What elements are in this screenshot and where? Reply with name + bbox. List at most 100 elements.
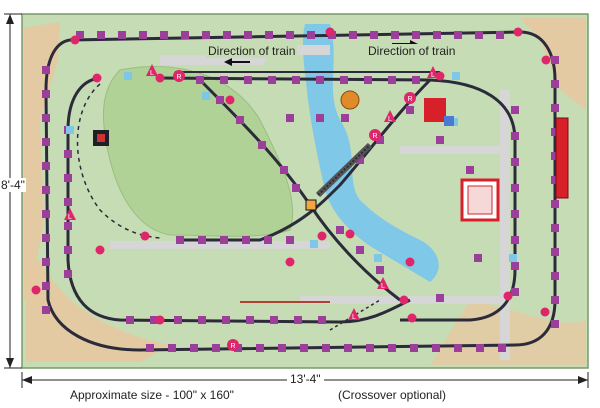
tie-marker xyxy=(265,31,273,39)
tie-marker xyxy=(388,344,396,352)
tie-marker xyxy=(388,76,396,84)
switch-marker-left-5: L xyxy=(377,277,389,290)
tie-marker xyxy=(551,320,559,328)
tie-marker xyxy=(244,76,252,84)
tie-marker xyxy=(322,344,330,352)
switch-marker-right-2: R xyxy=(404,92,416,104)
signal-marker xyxy=(124,72,132,80)
svg-text:R: R xyxy=(230,343,235,350)
tie-marker xyxy=(476,344,484,352)
tie-marker xyxy=(294,316,302,324)
size-caption: Approximate size - 100" x 160" xyxy=(70,388,234,402)
station-roof-inner xyxy=(467,185,493,215)
switch-marker-right-4: R xyxy=(227,339,239,351)
tie-marker xyxy=(168,344,176,352)
water-tower xyxy=(340,90,360,110)
tie-marker xyxy=(511,158,519,166)
tie-marker xyxy=(270,316,278,324)
tie-marker xyxy=(364,76,372,84)
tie-marker xyxy=(220,236,228,244)
tie-marker xyxy=(551,104,559,112)
tie-marker xyxy=(42,306,50,314)
switch-marker-left-6: L xyxy=(348,308,360,321)
tie-marker xyxy=(97,31,105,39)
crossing-signal xyxy=(305,199,317,211)
tie-marker xyxy=(551,152,559,160)
tie-marker xyxy=(356,246,364,254)
sand-area-bottom-left xyxy=(26,260,170,362)
tie-marker xyxy=(212,344,220,352)
switch-stand xyxy=(225,95,235,105)
tie-marker xyxy=(202,31,210,39)
tie-marker xyxy=(307,31,315,39)
tie-marker xyxy=(551,200,559,208)
switch-stand xyxy=(95,245,105,255)
tie-marker xyxy=(278,344,286,352)
tie-marker xyxy=(76,31,84,39)
tie-marker xyxy=(258,141,266,149)
tie-marker xyxy=(454,31,462,39)
tie-marker xyxy=(410,344,418,352)
tie-marker xyxy=(551,176,559,184)
tie-marker xyxy=(432,344,440,352)
tie-marker xyxy=(118,31,126,39)
svg-text:L: L xyxy=(388,116,392,123)
inner-loop-left-track xyxy=(66,76,411,324)
tie-marker xyxy=(498,344,506,352)
switch-stand xyxy=(540,307,550,317)
tie-marker xyxy=(268,76,276,84)
tie-marker xyxy=(286,31,294,39)
tie-marker xyxy=(412,31,420,39)
tie-marker xyxy=(42,114,50,122)
signal-marker xyxy=(509,254,517,262)
switch-stand xyxy=(317,231,327,241)
tie-marker xyxy=(340,76,348,84)
red-factory xyxy=(424,98,446,122)
tie-marker xyxy=(42,90,50,98)
width-dimension-label: 13'-4" xyxy=(287,372,324,386)
switch-stand xyxy=(140,231,150,241)
hill-region xyxy=(102,66,294,237)
switch-marker-right-3: R xyxy=(369,129,381,141)
tie-marker xyxy=(236,116,244,124)
switch-stand xyxy=(407,313,417,323)
trestle-bridge-rails xyxy=(317,144,371,196)
tie-marker xyxy=(244,31,252,39)
tie-marker xyxy=(286,114,294,122)
tie-marker xyxy=(64,270,72,278)
signal-marker xyxy=(66,126,74,134)
tie-marker xyxy=(42,66,50,74)
switch-stand xyxy=(325,27,335,37)
tie-marker xyxy=(376,136,384,144)
tie-marker xyxy=(436,136,444,144)
tie-marker xyxy=(174,316,182,324)
tie-marker xyxy=(222,316,230,324)
switch-marker-left-4: L xyxy=(64,208,76,221)
tie-marker xyxy=(475,31,483,39)
tie-marker xyxy=(292,184,300,192)
tie-marker xyxy=(433,31,441,39)
tie-marker xyxy=(511,132,519,140)
switch-stand xyxy=(285,257,295,267)
tunnel-box-inner xyxy=(97,134,105,142)
tie-marker xyxy=(370,31,378,39)
tie-marker xyxy=(551,128,559,136)
tie-marker xyxy=(198,316,206,324)
tie-marker xyxy=(406,106,414,114)
tie-marker xyxy=(341,114,349,122)
tie-marker xyxy=(551,272,559,280)
svg-text:L: L xyxy=(68,214,72,221)
tie-marker xyxy=(496,31,504,39)
tie-marker xyxy=(42,258,50,266)
tie-marker xyxy=(216,96,224,104)
switch-stand xyxy=(70,35,80,45)
tie-marker xyxy=(198,236,206,244)
switch-marker-right-1: R xyxy=(173,70,185,82)
tie-marker xyxy=(64,198,72,206)
tie-marker xyxy=(64,222,72,230)
tie-marker xyxy=(160,31,168,39)
dashed-crossover-bottom xyxy=(329,299,381,331)
tie-marker xyxy=(551,224,559,232)
tie-marker xyxy=(139,31,147,39)
